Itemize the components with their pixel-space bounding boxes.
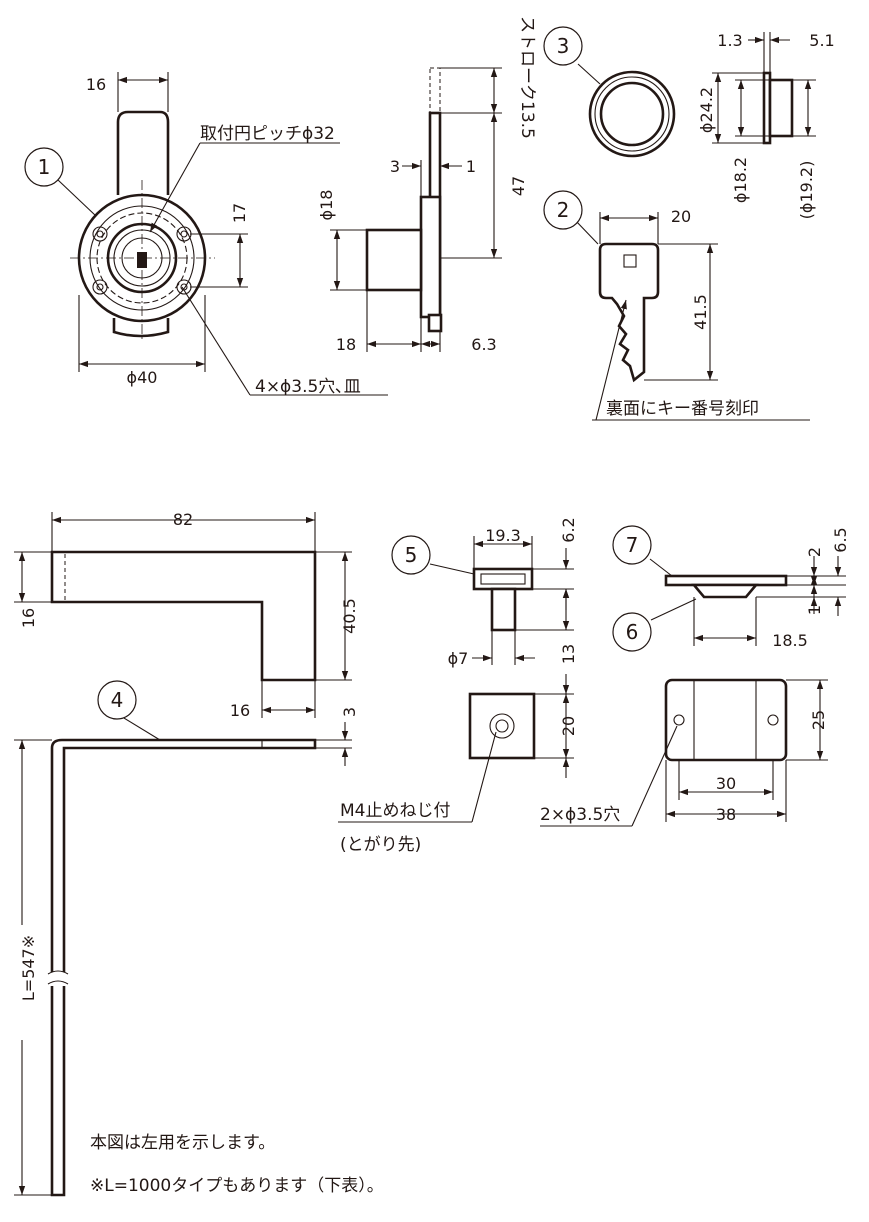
key-dim-41-5: 41.5 bbox=[691, 294, 710, 330]
bar-top-view bbox=[14, 512, 352, 718]
side-dim-3: 3 bbox=[390, 157, 400, 176]
catch-dim-19-3: 19.3 bbox=[485, 526, 521, 545]
key-drawing bbox=[574, 212, 810, 421]
strike-side-view bbox=[649, 556, 846, 646]
ring-dim-phi19-2: (ϕ19.2) bbox=[797, 161, 816, 220]
screw-note-line-2: (とがり先) bbox=[340, 835, 421, 855]
ring-dim-1-3: 1.3 bbox=[717, 31, 742, 50]
ring-dim-phi24-2: ϕ24.2 bbox=[697, 87, 716, 133]
catch-dim-phi7: ϕ7 bbox=[448, 649, 469, 668]
bar-length-label: L=547※ bbox=[19, 935, 38, 1001]
strike-holes-note: 2×ϕ3.5穴 bbox=[540, 805, 620, 825]
bar-dim-82: 82 bbox=[173, 510, 193, 529]
key-dim-20: 20 bbox=[671, 207, 691, 226]
part-balloon-6: 6 bbox=[612, 612, 652, 652]
lock-diameter-label: ϕ40 bbox=[127, 368, 158, 387]
footnote-left-hand: 本図は左用を示します。 bbox=[90, 1133, 276, 1153]
part-balloon-3: 3 bbox=[543, 26, 583, 66]
side-dim-1: 1 bbox=[466, 157, 476, 176]
ring-dim-phi18-2: ϕ18.2 bbox=[731, 157, 750, 203]
bar-side-view bbox=[14, 711, 352, 1197]
part-number-5: 5 bbox=[405, 543, 418, 567]
strike-dim-2: 2 bbox=[805, 547, 824, 557]
part-balloon-4: 4 bbox=[97, 680, 137, 720]
side-dim-18: 18 bbox=[336, 335, 356, 354]
side-dim-6-3: 6.3 bbox=[471, 335, 496, 354]
part-number-7: 7 bbox=[626, 533, 639, 557]
footnote-l1000: ※L=1000タイプもあります（下表）。 bbox=[90, 1176, 384, 1196]
part-number-4: 4 bbox=[111, 688, 124, 712]
part-number-1: 1 bbox=[38, 155, 51, 179]
catch-dim-20: 20 bbox=[559, 716, 578, 736]
catch-dim-13: 13 bbox=[559, 644, 578, 664]
key-engrave-note: 裏面にキー番号刻印 bbox=[606, 398, 759, 419]
side-dim-47: 47 bbox=[509, 176, 528, 196]
hole-pitch-label: 17 bbox=[230, 203, 249, 223]
strike-dim-38: 38 bbox=[716, 805, 736, 824]
catch-side-view bbox=[429, 536, 574, 665]
lock-front-view bbox=[57, 72, 388, 396]
part-number-6: 6 bbox=[626, 620, 639, 644]
ring-front-view bbox=[577, 63, 676, 158]
part-balloon-2: 2 bbox=[543, 190, 583, 230]
strike-dim-6-5: 6.5 bbox=[831, 527, 850, 552]
part-number-3: 3 bbox=[557, 34, 570, 58]
part-number-2: 2 bbox=[557, 198, 570, 222]
strike-dim-30: 30 bbox=[716, 774, 736, 793]
stroke-label: ストローク13.5 bbox=[517, 16, 537, 139]
strike-dim-25: 25 bbox=[809, 710, 828, 730]
part-balloon-7: 7 bbox=[612, 525, 652, 565]
catch-dim-6-2: 6.2 bbox=[559, 517, 578, 542]
part-balloon-1: 1 bbox=[24, 147, 64, 187]
bar-dim-16-left: 16 bbox=[19, 608, 38, 628]
strike-dim-18-5: 18.5 bbox=[772, 631, 808, 650]
ring-dim-5-1: 5.1 bbox=[809, 31, 834, 50]
catch-top-view bbox=[338, 674, 574, 823]
screw-note-line-1: M4止めねじ付 bbox=[340, 801, 450, 821]
holes-note: 4×ϕ3.5穴､皿 bbox=[255, 377, 361, 397]
side-dim-phi18: ϕ18 bbox=[317, 190, 336, 221]
part-balloon-5: 5 bbox=[391, 535, 431, 575]
bar-dim-40-5: 40.5 bbox=[340, 598, 359, 634]
lock-side-view bbox=[330, 67, 502, 352]
ring-side-view bbox=[712, 32, 816, 145]
strike-dim-1: 1 bbox=[805, 605, 824, 615]
pitch-circle-note: 取付円ピッチϕ32 bbox=[200, 124, 335, 144]
lock-width-label: 16 bbox=[86, 75, 106, 94]
strike-top-view bbox=[540, 678, 828, 827]
bar-dim-3: 3 bbox=[340, 707, 359, 717]
bar-dim-16-bottom: 16 bbox=[230, 701, 250, 720]
